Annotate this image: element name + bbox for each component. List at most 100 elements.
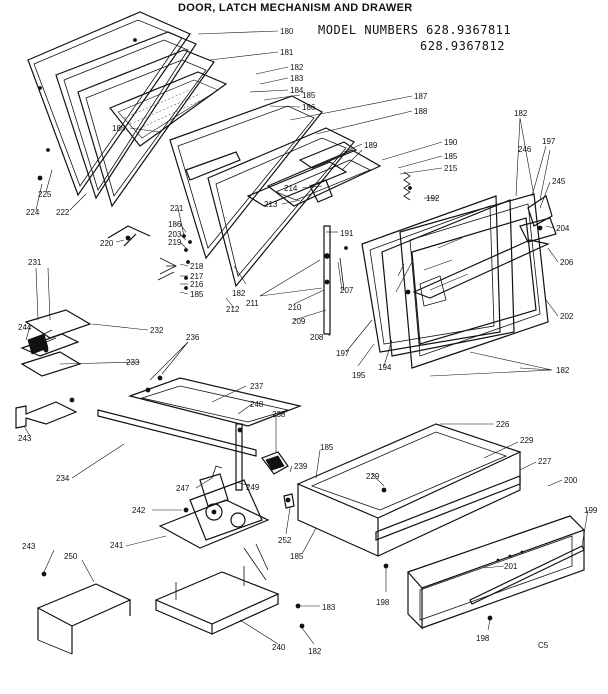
callout-216: 216 xyxy=(190,280,204,289)
callout-211: 211 xyxy=(246,299,259,308)
latch-cam-238 xyxy=(261,451,289,475)
door-baffle-panel xyxy=(207,127,355,288)
callout-182: 182 xyxy=(556,366,570,375)
callout-221: 221 xyxy=(170,204,184,213)
callout-219: 219 xyxy=(168,238,182,247)
callout-198: 198 xyxy=(476,634,490,643)
inner-glass-pane xyxy=(361,195,501,353)
callout-214: 214 xyxy=(284,184,298,193)
callout-244: 244 xyxy=(18,323,32,332)
callout-191: 191 xyxy=(340,229,354,238)
latch-hook-assembly xyxy=(309,179,348,335)
door-outer-panel xyxy=(27,11,191,197)
drawer-panel-227 xyxy=(375,475,521,541)
latch-plate-237 xyxy=(127,375,303,427)
screw-229 xyxy=(381,487,387,493)
callout-200: 200 xyxy=(564,476,578,485)
door-handle xyxy=(405,217,557,299)
callout-183: 183 xyxy=(322,603,336,612)
drawer-front-200 xyxy=(406,515,586,630)
callout-217: 217 xyxy=(190,272,204,281)
callout-181: 181 xyxy=(280,48,294,57)
callout-184: 184 xyxy=(290,86,304,95)
callout-182: 182 xyxy=(514,109,528,118)
callout-241: 241 xyxy=(110,541,124,550)
callout-195: 195 xyxy=(352,371,366,380)
callout-201: 201 xyxy=(504,562,518,571)
callout-206: 206 xyxy=(560,258,574,267)
callout-218: 218 xyxy=(190,262,204,271)
latch-cover-250 xyxy=(36,583,132,655)
latch-window-frame xyxy=(266,141,382,207)
callout-252: 252 xyxy=(278,536,292,545)
callout-186: 186 xyxy=(168,220,182,229)
callout-183: 183 xyxy=(290,74,304,83)
callout-208: 208 xyxy=(310,333,324,342)
callout-202: 202 xyxy=(560,312,574,321)
switch-bracket-243 xyxy=(15,397,78,429)
latch-rod-234 xyxy=(97,409,257,457)
door-window-assembly xyxy=(109,71,228,147)
door-frame-panel xyxy=(55,31,197,200)
callout-245: 245 xyxy=(552,177,566,186)
handle-bracket-246 xyxy=(527,195,553,227)
drawer-trim-199 xyxy=(469,545,585,605)
callout-233: 233 xyxy=(126,358,140,367)
latch-motor-assembly xyxy=(158,479,291,581)
callout-185: 185 xyxy=(444,152,458,161)
model-numbers-line-2: 628.9367812 xyxy=(420,39,505,53)
callout-199: 199 xyxy=(584,506,598,515)
callout-215: 215 xyxy=(444,164,458,173)
callout-249: 249 xyxy=(246,483,260,492)
model-numbers-line-1: MODEL NUMBERS 628.9367811 xyxy=(318,23,512,37)
callout-227: 227 xyxy=(538,457,552,466)
latch-base-240 xyxy=(154,566,305,635)
door-hinge-arm xyxy=(107,225,151,247)
callout-188: 188 xyxy=(414,107,428,116)
callout-209: 209 xyxy=(292,317,306,326)
callout-198: 198 xyxy=(376,598,390,607)
callout-234: 234 xyxy=(56,474,70,483)
screw-243 xyxy=(41,571,47,577)
callout-182: 182 xyxy=(308,647,322,656)
callout-237: 237 xyxy=(250,382,264,391)
callout-197: 197 xyxy=(542,137,556,146)
drawer-body-226 xyxy=(296,423,522,557)
callout-225: 225 xyxy=(38,190,52,199)
callout-186: 186 xyxy=(302,103,316,112)
screw-198a xyxy=(383,563,389,569)
corner-code: C5 xyxy=(538,641,549,650)
callout-229: 229 xyxy=(366,472,380,481)
callout-182: 182 xyxy=(232,289,246,298)
callout-212: 212 xyxy=(226,305,240,314)
diagram-title: DOOR, LATCH MECHANISM AND DRAWER xyxy=(178,2,413,14)
screw-224 xyxy=(37,175,43,181)
clip-252 xyxy=(283,493,295,509)
callout-220: 220 xyxy=(100,239,114,248)
leader-lines xyxy=(23,30,589,645)
hinge-screws xyxy=(157,234,192,290)
callout-231: 231 xyxy=(28,258,42,267)
callout-190: 190 xyxy=(444,138,458,147)
callout-213: 213 xyxy=(264,200,278,209)
callout-240: 240 xyxy=(272,643,286,652)
callout-246: 246 xyxy=(518,145,532,154)
callout-204: 204 xyxy=(556,224,570,233)
callout-180: 180 xyxy=(280,27,294,36)
callout-185: 185 xyxy=(320,443,334,452)
callout-229: 229 xyxy=(520,436,534,445)
callout-242: 242 xyxy=(132,506,146,515)
callout-239: 239 xyxy=(294,462,308,471)
latch-lever-247 xyxy=(199,465,229,507)
callout-207: 207 xyxy=(340,286,354,295)
screw-198b xyxy=(487,615,493,621)
callout-243: 243 xyxy=(22,542,36,551)
callout-236: 236 xyxy=(186,333,200,342)
callout-189: 189 xyxy=(364,141,378,150)
callout-labels: 180 181 182 183 184 185 186 187 188 182 … xyxy=(18,27,598,656)
callout-203: 203 xyxy=(168,230,182,239)
callout-185: 185 xyxy=(302,91,316,100)
callout-210: 210 xyxy=(288,303,302,312)
callout-185: 185 xyxy=(112,124,126,133)
